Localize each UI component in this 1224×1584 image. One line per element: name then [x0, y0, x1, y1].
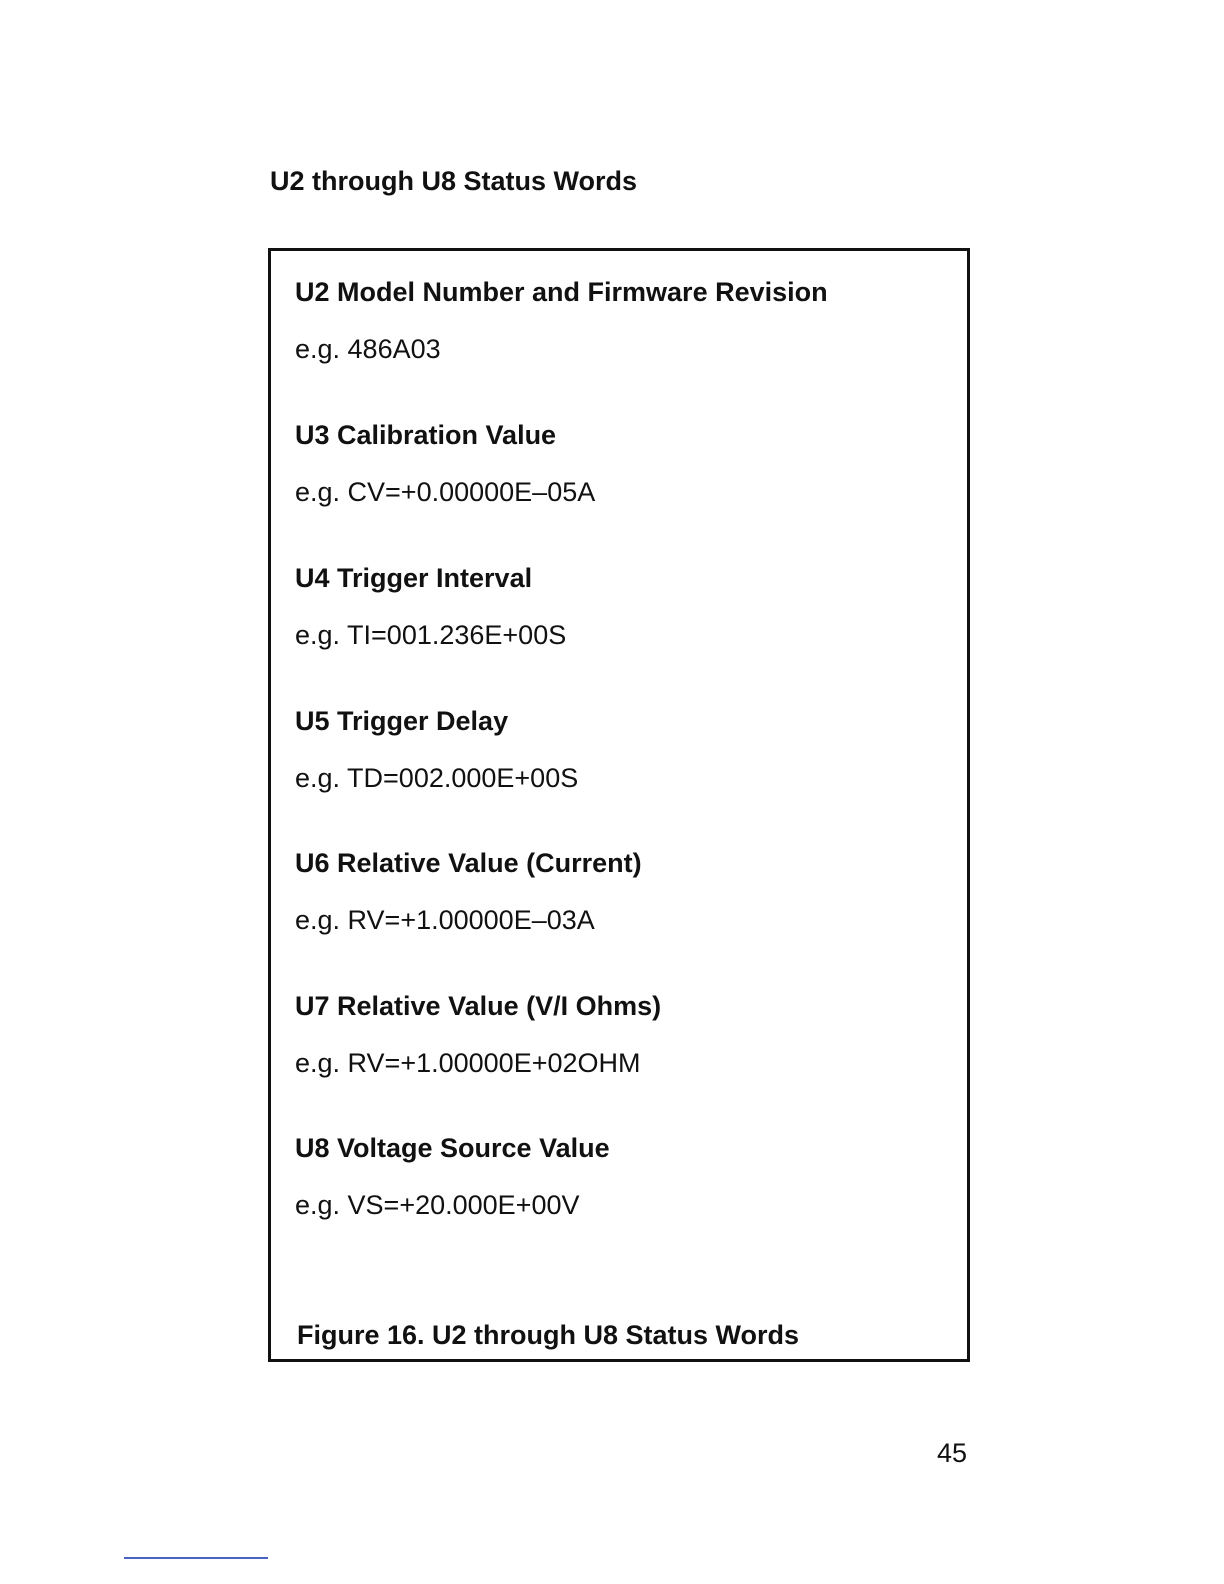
entry-title: U4 Trigger Interval: [295, 563, 533, 593]
status-word-entry-u3: U3 Calibration Value e.g. CV=+0.00000E–0…: [295, 420, 595, 508]
figure-box: U2 Model Number and Firmware Revision e.…: [268, 248, 970, 1362]
entry-example: e.g. CV=+0.00000E–05A: [295, 477, 596, 507]
entry-example: e.g. VS=+20.000E+00V: [295, 1190, 580, 1220]
page-heading: U2 through U8 Status Words: [270, 166, 638, 196]
entry-title: U7 Relative Value (V/I Ohms): [295, 991, 662, 1021]
entry-example: e.g. RV=+1.00000E+02OHM: [295, 1048, 641, 1078]
footer-rule: [124, 1557, 268, 1559]
status-word-entry-u7: U7 Relative Value (V/I Ohms) e.g. RV=+1.…: [295, 991, 661, 1079]
status-word-entry-u4: U4 Trigger Interval e.g. TI=001.236E+00S: [295, 563, 566, 651]
entry-example: e.g. TD=002.000E+00S: [295, 763, 579, 793]
entry-example: e.g. 486A03: [295, 334, 441, 364]
figure-caption: Figure 16. U2 through U8 Status Words: [297, 1320, 800, 1350]
entry-example: e.g. TI=001.236E+00S: [295, 620, 567, 650]
entry-example: e.g. RV=+1.00000E–03A: [295, 905, 595, 935]
status-word-entry-u5: U5 Trigger Delay e.g. TD=002.000E+00S: [295, 706, 578, 794]
entry-title: U8 Voltage Source Value: [295, 1133, 610, 1163]
status-word-entry-u6: U6 Relative Value (Current) e.g. RV=+1.0…: [295, 848, 642, 936]
entry-title: U6 Relative Value (Current): [295, 848, 642, 878]
page-number: 45: [937, 1438, 968, 1468]
entry-title: U3 Calibration Value: [295, 420, 557, 450]
entry-title: U5 Trigger Delay: [295, 706, 509, 736]
status-word-entry-u2: U2 Model Number and Firmware Revision e.…: [295, 277, 828, 365]
entry-title: U2 Model Number and Firmware Revision: [295, 277, 828, 307]
status-word-entry-u8: U8 Voltage Source Value e.g. VS=+20.000E…: [295, 1133, 610, 1221]
